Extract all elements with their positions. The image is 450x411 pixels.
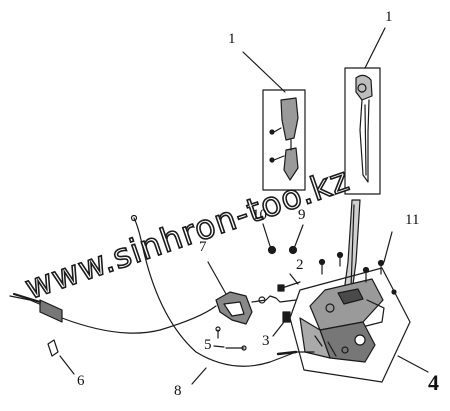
part-2-screw	[277, 273, 301, 292]
leader-4	[397, 355, 429, 373]
part-5-pins	[213, 326, 247, 351]
shifter-base-assembly	[289, 267, 411, 383]
shift-lever-shaft	[343, 199, 361, 293]
leader-9	[294, 224, 304, 247]
part-7-cable-bracket	[207, 261, 297, 325]
leader-1-right	[364, 27, 386, 69]
leader-1-left	[242, 51, 286, 93]
callout-10: 10	[252, 207, 267, 223]
callout-11: 11	[405, 212, 420, 228]
knob-detail-box-left	[262, 89, 306, 191]
callout-4: 4	[428, 370, 439, 395]
callout-9: 9	[298, 207, 306, 223]
part-3-nut	[272, 311, 291, 337]
part-9-clip	[288, 245, 298, 255]
shift-cable-left	[9, 292, 217, 375]
callout-7: 7	[199, 239, 207, 255]
mounting-bolts	[318, 231, 397, 295]
callout-6: 6	[77, 373, 85, 389]
callout-3: 3	[262, 333, 270, 349]
callout-5: 5	[204, 337, 212, 353]
cable-8	[130, 214, 315, 385]
callout-8: 8	[174, 383, 182, 399]
lever-detail-box-right	[344, 67, 381, 195]
part-10-washer	[267, 245, 277, 255]
leader-10	[262, 223, 271, 247]
callout-2: 2	[296, 257, 304, 273]
callout-1-right: 1	[385, 9, 393, 25]
callout-1-left: 1	[228, 31, 236, 47]
